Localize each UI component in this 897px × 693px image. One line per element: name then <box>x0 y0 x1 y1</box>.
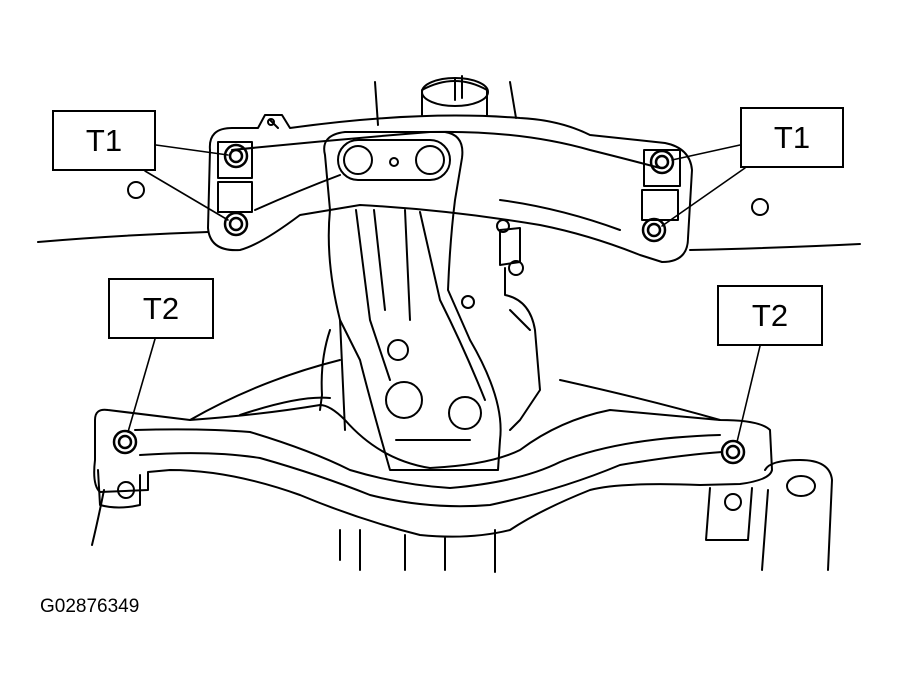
bolt-t2-right <box>720 439 746 465</box>
leader-lines <box>127 144 761 443</box>
callout-t1-left: T1 <box>52 110 156 171</box>
bolt-t1-upper-right <box>649 149 675 175</box>
figure-id-label: G02876349 <box>40 596 140 617</box>
bolt-t1-lower-right <box>641 217 667 243</box>
leader-t1-right-a <box>671 144 741 161</box>
upper-crossmember <box>207 114 693 263</box>
bolts <box>112 143 746 465</box>
callout-t2-left: T2 <box>108 278 214 339</box>
vehicle-body-outline <box>37 181 861 546</box>
leader-t1-right-b <box>661 167 746 227</box>
center-mount-bracket <box>323 131 502 471</box>
callout-t1-right: T1 <box>740 107 844 168</box>
leader-t1-left-b <box>144 170 229 221</box>
lower-crossmember <box>93 359 833 573</box>
leader-t1-left-a <box>155 144 229 156</box>
leader-t2-right <box>736 345 761 443</box>
bolt-t2-left <box>112 429 138 455</box>
leader-t2-left <box>127 338 156 433</box>
callout-t2-right: T2 <box>717 285 823 346</box>
bolt-t1-upper-left <box>223 143 249 169</box>
bolt-t1-lower-left <box>223 211 249 237</box>
